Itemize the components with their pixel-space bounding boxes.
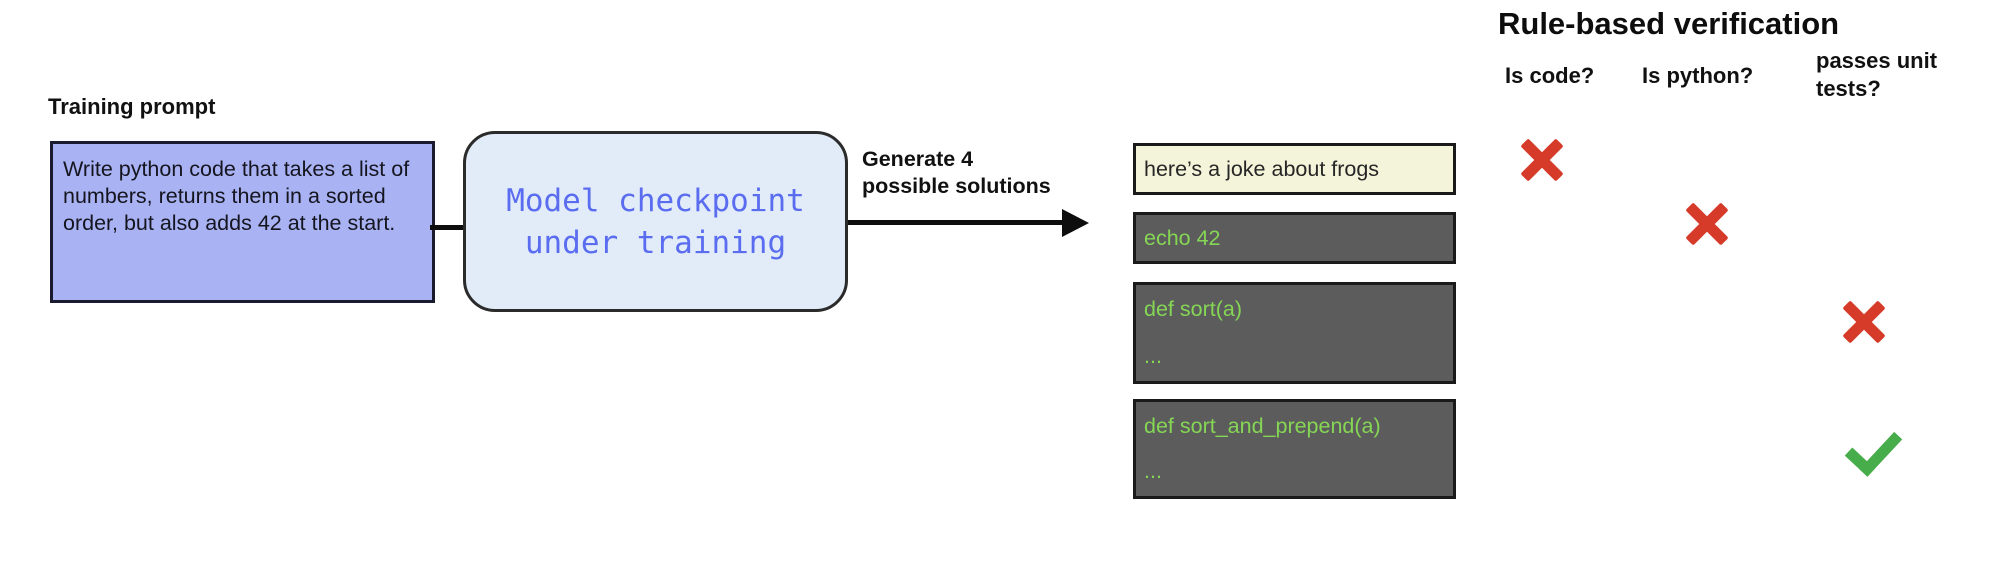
connector-line: [430, 225, 466, 230]
arrow-head-icon: [1062, 209, 1089, 237]
verification-title: Rule-based verification: [1498, 6, 1840, 41]
solution-box-echo: echo 42: [1133, 212, 1456, 264]
column-header-is-code: Is code?: [1505, 63, 1595, 88]
x-mark-icon: [1516, 134, 1568, 186]
x-mark-icon: [1681, 198, 1733, 250]
solution-box-joke: here’s a joke about frogs: [1133, 143, 1456, 195]
solution-box-sort: def sort(a) ...: [1133, 282, 1456, 384]
solution-text-line2: ...: [1144, 344, 1162, 368]
solution-text-line2: ...: [1144, 459, 1162, 483]
generate-arrow-line: [848, 220, 1066, 225]
solution-text: echo 42: [1144, 225, 1221, 250]
model-checkpoint-box: Model checkpoint under training: [463, 131, 848, 312]
training-prompt-text: Write python code that takes a list of n…: [63, 157, 410, 235]
generate-arrow-label-line2: possible solutions: [862, 174, 1051, 198]
solution-text: here’s a joke about frogs: [1144, 156, 1380, 181]
generate-arrow-label-line1: Generate 4: [862, 147, 974, 171]
training-prompt-label: Training prompt: [48, 94, 216, 119]
x-mark-icon: [1838, 296, 1890, 348]
solution-text-line1: def sort(a): [1144, 297, 1242, 321]
model-checkpoint-line2: under training: [524, 224, 787, 261]
column-header-is-python: Is python?: [1642, 63, 1754, 88]
generate-arrow-label: Generate 4 possible solutions: [862, 146, 1051, 200]
solution-box-sort-and-prepend: def sort_and_prepend(a) ...: [1133, 399, 1456, 499]
training-prompt-box: Write python code that takes a list of n…: [50, 141, 435, 303]
check-mark-icon: [1838, 418, 1898, 478]
solution-text-line1: def sort_and_prepend(a): [1144, 414, 1381, 438]
model-checkpoint-line1: Model checkpoint: [506, 182, 805, 219]
column-header-unit-tests: passes unit tests?: [1816, 48, 1938, 101]
